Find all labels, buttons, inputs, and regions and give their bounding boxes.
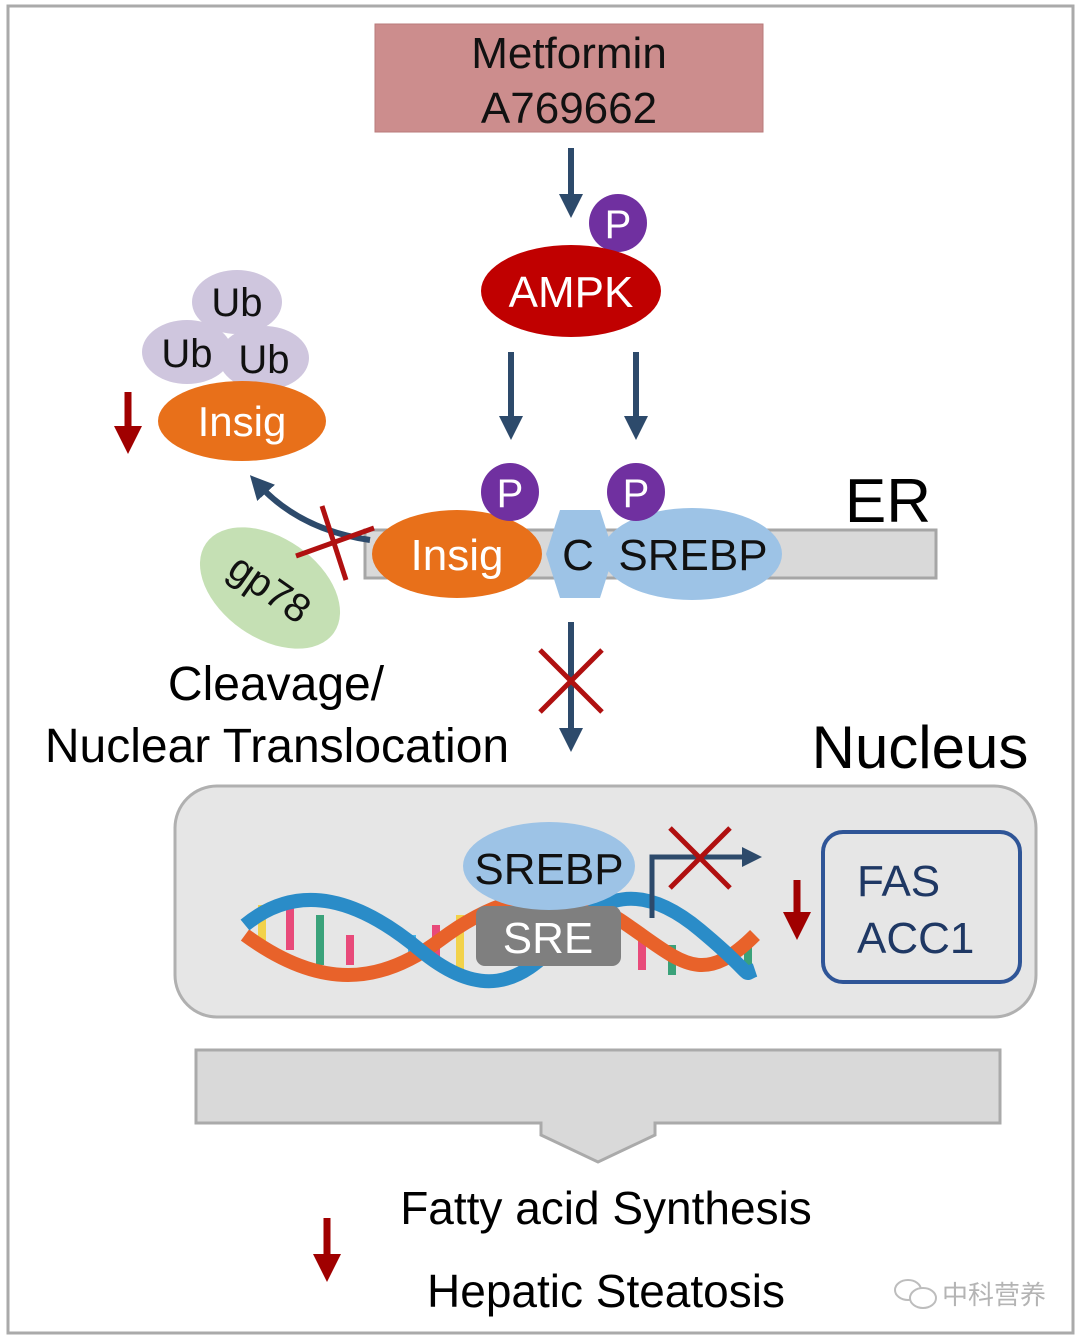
inhibit-x-degradation bbox=[295, 505, 375, 581]
translocation-label: Nuclear Translocation bbox=[45, 720, 509, 773]
ampk-label: AMPK bbox=[509, 268, 634, 317]
srebp-nuclear-label: SREBP bbox=[474, 845, 623, 894]
outcome-arrow bbox=[194, 1048, 1002, 1164]
drug-metformin: Metformin bbox=[471, 29, 667, 78]
srebp-nuclear-node bbox=[463, 822, 635, 910]
srebp-er-label: SREBP bbox=[618, 531, 767, 580]
scap-label: C bbox=[562, 531, 594, 580]
target-genes-box bbox=[821, 830, 1022, 984]
wechat-icon bbox=[894, 1279, 937, 1309]
insig-node bbox=[372, 510, 542, 598]
ub-label: Ub bbox=[161, 332, 212, 376]
phospho-label: P bbox=[497, 472, 524, 516]
er-label: ER bbox=[845, 467, 931, 536]
scap-node bbox=[546, 510, 614, 598]
phospho-badge bbox=[589, 194, 647, 252]
srebp-er-node bbox=[602, 508, 782, 600]
ub-label: Ub bbox=[211, 281, 262, 325]
outcome-arrow-fill bbox=[543, 1121, 653, 1125]
cleavage-label: Cleavage/ bbox=[168, 658, 385, 711]
watermark: 中科营养 bbox=[894, 1279, 1046, 1311]
ubiquitinated-insig: Ub Ub Ub Insig bbox=[142, 270, 326, 461]
outcome-hepatic-steatosis: Hepatic Steatosis bbox=[427, 1265, 785, 1317]
phospho-label: P bbox=[605, 203, 632, 247]
drug-box: Metformin A769662 bbox=[374, 23, 764, 133]
ub-label: Ub bbox=[238, 338, 289, 382]
phospho-badge-insig bbox=[481, 463, 539, 521]
inhibit-x-translocation bbox=[538, 648, 604, 714]
gene-acc1: ACC1 bbox=[857, 914, 974, 963]
watermark-text: 中科营养 bbox=[942, 1281, 1046, 1311]
phospho-label: P bbox=[623, 472, 650, 516]
outcome-fatty-acid-synthesis: Fatty acid Synthesis bbox=[400, 1182, 812, 1234]
inhibit-x-transcription bbox=[668, 826, 732, 890]
insig-degraded-label: Insig bbox=[198, 398, 287, 445]
nucleus-label: Nucleus bbox=[812, 714, 1029, 781]
insig-label: Insig bbox=[411, 531, 504, 580]
ampk-node: P AMPK bbox=[481, 194, 661, 337]
sre-label: SRE bbox=[503, 914, 593, 963]
gene-fas: FAS bbox=[857, 857, 940, 906]
transcription-arrow bbox=[649, 847, 762, 918]
drug-a769662: A769662 bbox=[481, 84, 657, 133]
phospho-badge-srebp bbox=[607, 463, 665, 521]
gp78-node: gp78 bbox=[199, 527, 341, 649]
sre-element bbox=[476, 906, 621, 966]
